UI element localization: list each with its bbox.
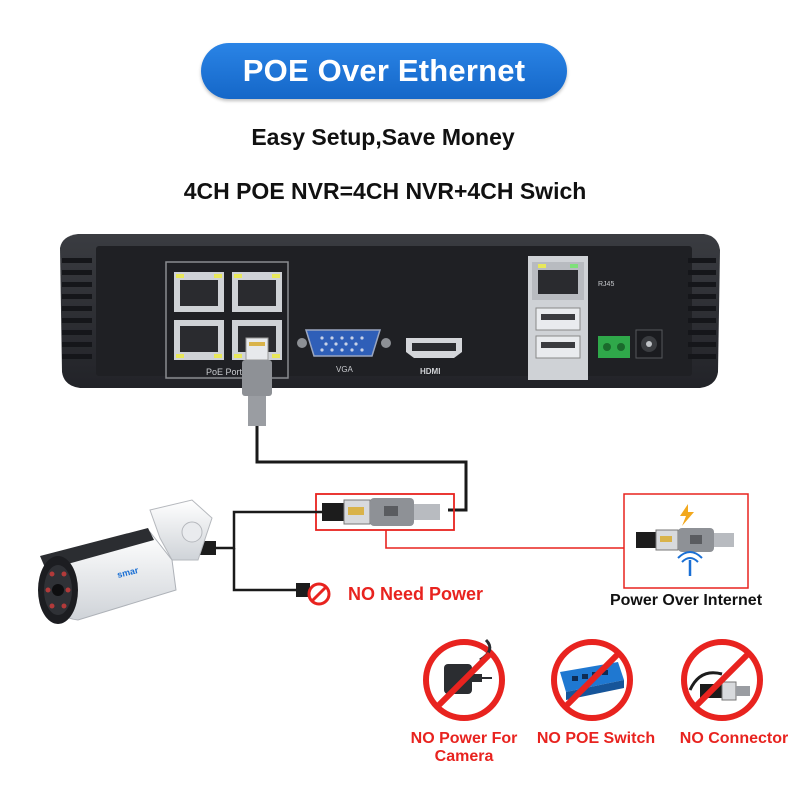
ethernet-plug-nvr (242, 337, 272, 426)
security-camera: smar (38, 499, 213, 624)
rj45-label: RJ45 (598, 281, 614, 288)
camera-cable-data (212, 510, 322, 550)
no-poe-switch-sign (551, 639, 633, 721)
dc-power-jack[interactable] (635, 329, 663, 359)
no-need-power-label: NO Need Power (348, 584, 484, 604)
power-over-internet-label: Power Over Internet (609, 592, 763, 609)
poe-port-2[interactable] (232, 272, 282, 312)
equation-text: 4CH POE NVR=4CH NVR+4CH Swich (183, 178, 587, 204)
poe-inset-illustration (636, 504, 734, 576)
ethernet-cable (255, 426, 468, 512)
poe-ports-label: PoE Port (206, 367, 243, 377)
side-vents-right (688, 258, 716, 359)
red-connector-line (385, 530, 624, 549)
no-power-prohibit-icon (307, 582, 331, 606)
poe-port-1[interactable] (174, 272, 224, 312)
poe-splitter (322, 498, 440, 526)
hdmi-label: HDMI (420, 367, 440, 376)
usb-port-1[interactable] (535, 307, 581, 331)
no-connector-sign (681, 639, 763, 721)
subtitle: Easy Setup,Save Money (251, 124, 515, 150)
page-title: POE Over Ethernet (242, 53, 526, 88)
alarm-terminal[interactable] (598, 336, 630, 358)
bottom-item-label-1: NO Power For Camera (410, 730, 518, 765)
rj45-port[interactable] (532, 262, 584, 300)
nvr-device: PoE Port VGA HDMI (60, 234, 720, 388)
vga-label: VGA (336, 365, 354, 374)
bottom-item-label-2: NO POE Switch (536, 730, 656, 747)
usb-port-2[interactable] (535, 335, 581, 359)
lightning-icon (680, 504, 694, 526)
hdmi-port[interactable] (406, 338, 462, 358)
bottom-item-label-3: NO Connector (679, 730, 789, 747)
title-banner: POE Over Ethernet (201, 43, 567, 99)
camera-cable-power (232, 548, 300, 592)
no-power-adapter-sign (423, 638, 505, 721)
side-vents-left (62, 258, 92, 359)
signal-icon (677, 551, 703, 576)
poe-port-3[interactable] (174, 320, 224, 360)
poe-port-frame (165, 261, 289, 379)
vga-port[interactable] (297, 329, 391, 357)
dc-plug (296, 583, 310, 597)
